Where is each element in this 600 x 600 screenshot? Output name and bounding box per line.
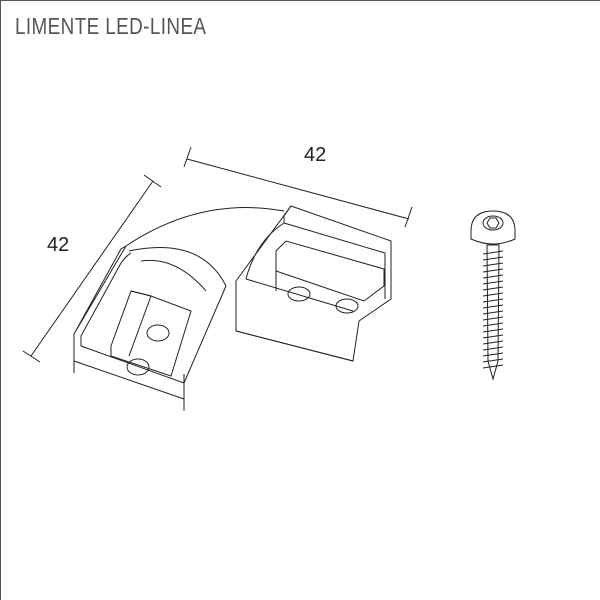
screw-thread bbox=[482, 292, 504, 297]
screw-thread bbox=[482, 358, 504, 363]
dimension-width-label: 42 bbox=[304, 144, 327, 166]
screw-thread bbox=[482, 364, 504, 369]
dimension-depth-label: 42 bbox=[47, 234, 70, 256]
dimension-line-width bbox=[183, 146, 413, 228]
screw-thread bbox=[482, 298, 504, 303]
screw-icon bbox=[470, 210, 516, 381]
product-title: LIMENTE LED-LINEA bbox=[15, 13, 207, 39]
dimension-line-depth bbox=[22, 174, 162, 363]
screw-thread bbox=[482, 316, 504, 321]
screw-thread bbox=[482, 334, 504, 339]
screw-thread bbox=[482, 268, 504, 273]
screw-thread bbox=[482, 322, 504, 327]
screw-thread bbox=[482, 250, 504, 255]
screw-thread bbox=[482, 328, 504, 333]
screw-thread bbox=[482, 286, 504, 291]
screw-thread bbox=[482, 310, 504, 315]
screw-thread bbox=[482, 280, 504, 285]
screw-thread bbox=[482, 262, 504, 267]
screw-thread bbox=[482, 274, 504, 279]
screw-thread bbox=[482, 340, 504, 345]
screw-thread bbox=[482, 346, 504, 351]
screw-thread bbox=[482, 352, 504, 357]
corner-connector bbox=[73, 205, 392, 411]
screw-thread bbox=[482, 256, 504, 261]
screw-thread bbox=[482, 304, 504, 309]
